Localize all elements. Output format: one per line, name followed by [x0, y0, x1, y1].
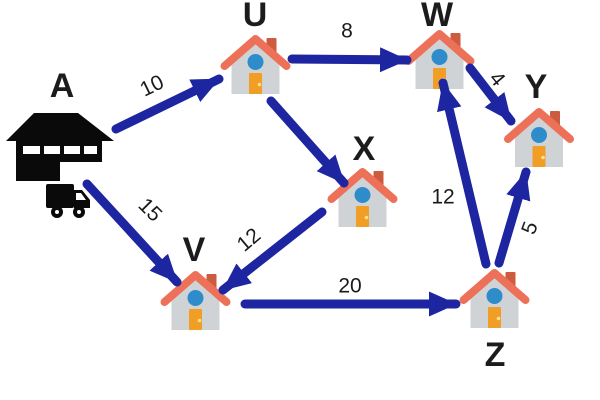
node-label-X: X	[353, 130, 376, 168]
node-label-Y: Y	[525, 68, 548, 106]
edge-weight-Z-W: 12	[431, 186, 454, 209]
edge-weight-V-Z: 20	[338, 275, 361, 298]
edges-layer	[82, 47, 531, 317]
edge-X-V	[218, 207, 327, 295]
edge-weight-Z-Y: 5	[517, 219, 543, 238]
edge-U-W	[287, 47, 412, 73]
edge-Z-Y	[494, 167, 531, 268]
node-label-W: W	[421, 0, 454, 34]
edge-A-V	[82, 179, 182, 287]
edge-A-U	[111, 74, 224, 134]
edge-weight-A-U: 10	[136, 71, 167, 102]
edge-U-X	[266, 96, 349, 188]
edge-weight-U-W: 8	[341, 20, 353, 43]
edge-weight-X-V: 12	[233, 224, 266, 257]
node-Y-house	[508, 111, 570, 167]
node-label-U: U	[243, 0, 268, 34]
node-label-A: A	[50, 67, 75, 105]
node-U-house	[225, 38, 287, 94]
node-label-V: V	[183, 231, 206, 269]
node-Z-house	[464, 272, 526, 328]
node-label-Z: Z	[485, 336, 506, 374]
edge-weight-A-V: 15	[134, 194, 167, 227]
edge-Z-W	[437, 78, 491, 269]
edge-W-Y	[465, 63, 516, 126]
